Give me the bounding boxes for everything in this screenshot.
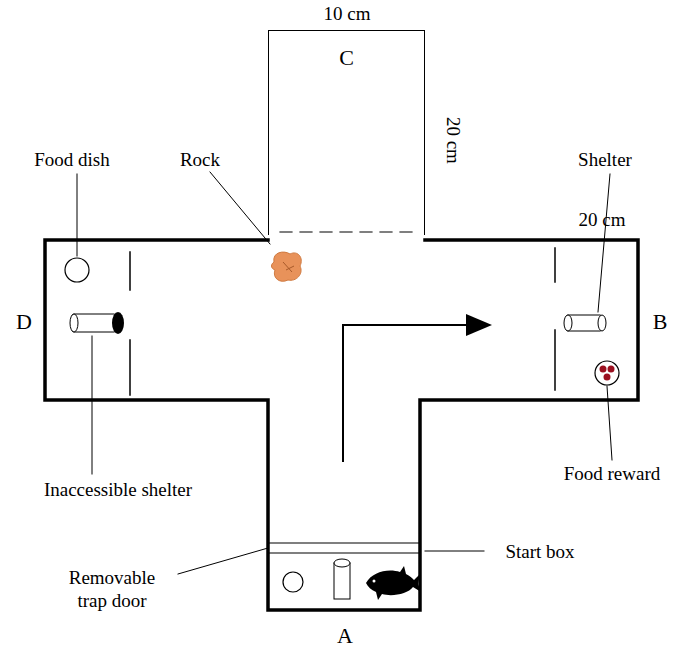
part-label: Rock: [180, 149, 220, 172]
trap-door: [268, 552, 420, 553]
part-label: Inaccessible shelter: [44, 479, 192, 502]
arm-letter: D: [16, 309, 32, 335]
arm-letter: B: [653, 309, 668, 335]
food-dish: [65, 258, 89, 282]
arrow-head: [466, 314, 492, 336]
arm-gate: [280, 231, 420, 232]
arm-letter: A: [337, 623, 353, 649]
shelter-tube: [70, 312, 124, 334]
part-label: Food reward: [564, 463, 661, 486]
maze-arm: C: [268, 30, 425, 235]
leader-line: [77, 172, 612, 574]
food-reward: [595, 361, 619, 385]
part-label: Removable trap door: [52, 567, 172, 613]
dimension: 20 cm: [579, 209, 626, 232]
maze-wall: [45, 240, 638, 610]
food-dish: [283, 572, 303, 592]
arm-letter: C: [269, 45, 424, 71]
route-arrow: [343, 325, 468, 462]
trap-door: [268, 542, 420, 543]
shelter-tube: [564, 315, 606, 331]
part-label: Food dish: [34, 149, 110, 172]
fish: [366, 566, 421, 600]
rock: [272, 252, 302, 281]
dimension: 20 cm: [441, 117, 464, 164]
part-label: Shelter: [578, 149, 632, 172]
dimension: 10 cm: [324, 3, 371, 26]
shelter-tube: [334, 559, 350, 599]
part-label: Start box: [505, 541, 574, 564]
